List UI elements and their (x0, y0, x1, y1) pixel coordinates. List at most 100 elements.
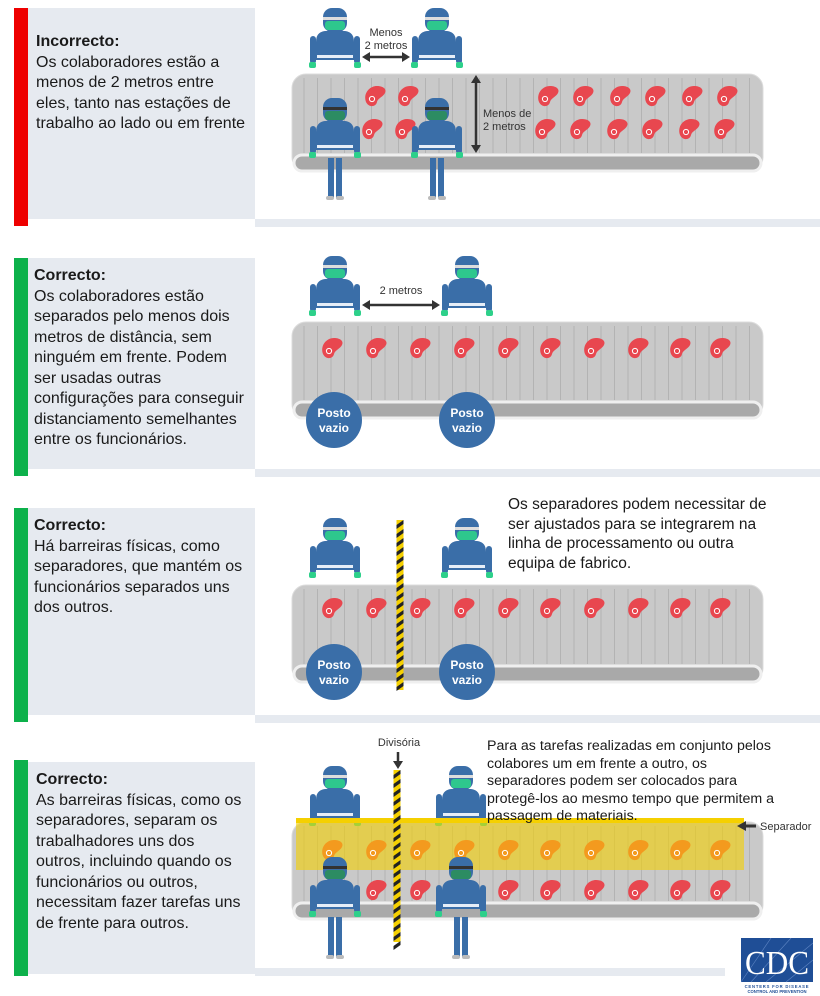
meat-shape (398, 86, 419, 107)
panel-title: Correcto: (34, 517, 107, 534)
belt (443, 904, 479, 907)
meat-shape (628, 598, 649, 619)
pole-stripe (396, 529, 404, 538)
meat-bone (673, 607, 681, 615)
meat-piece-icon (366, 598, 387, 619)
meat-piece-icon (670, 338, 691, 359)
glove (309, 572, 316, 578)
meat-piece-icon (322, 338, 343, 359)
arm (486, 546, 492, 574)
pole-stripe (396, 682, 404, 691)
torso (442, 880, 480, 909)
worker-front-icon (411, 98, 463, 200)
meat-piece-icon (670, 840, 691, 861)
meat-shape (362, 119, 383, 140)
pole-stripe (393, 842, 401, 851)
distance-label: 2 metros (380, 285, 423, 297)
meat-piece-icon (498, 880, 519, 901)
pole-stripe (396, 655, 404, 664)
belt-roller (292, 153, 763, 173)
correct-description-barriers: Correcto: Há barreiras físicas, como sep… (28, 508, 255, 715)
torso (418, 121, 456, 150)
meat-piece-icon (322, 840, 343, 861)
panel-divider (255, 219, 820, 227)
cap-band (425, 107, 449, 110)
meat-shape (607, 119, 628, 140)
glove (435, 911, 442, 917)
meat-piece-icon (628, 880, 649, 901)
meat-piece-icon (498, 598, 519, 619)
meat-piece-icon (454, 840, 475, 861)
meat-bone (543, 607, 551, 615)
arrow-head (471, 75, 481, 153)
pole-stripe (393, 851, 401, 860)
shoe (326, 196, 334, 200)
cap-band (425, 17, 449, 20)
meat-bone (713, 849, 721, 857)
meat-shape (584, 880, 605, 901)
belt-surface (291, 321, 764, 419)
worker-back-icon (441, 256, 493, 316)
meat-piece-icon (628, 840, 649, 861)
meat-piece-icon (682, 86, 703, 107)
meat-bone (538, 128, 546, 136)
pole-stripe (393, 878, 401, 887)
arrow-head (362, 52, 410, 62)
cap-band (323, 107, 347, 110)
empty-station-label: Posto (317, 658, 350, 672)
panel-title: Correcto: (34, 267, 107, 284)
meat-piece-icon (710, 840, 731, 861)
worker-back-icon (441, 518, 493, 578)
pole-body (396, 520, 404, 690)
pole-stripe (396, 592, 404, 601)
meat-piece-icon (538, 86, 559, 107)
meat-shape (366, 880, 387, 901)
leg (430, 158, 436, 198)
meat-piece-icon (710, 598, 731, 619)
cap-band (323, 866, 347, 869)
torso (316, 789, 354, 818)
meat-shape (366, 840, 387, 861)
cap-band (323, 775, 347, 778)
meat-bone (413, 607, 421, 615)
cap-band (449, 775, 473, 778)
meat-shape (584, 840, 605, 861)
meat-piece-icon (540, 598, 561, 619)
belt (317, 813, 353, 816)
meat-bone (369, 889, 377, 897)
cap-band (323, 265, 347, 268)
meat-piece-icon (410, 880, 431, 901)
side-distance-label: Menos (369, 27, 403, 39)
meat-piece-icon (570, 119, 591, 140)
meat-piece-icon (714, 119, 735, 140)
meat-shape (670, 880, 691, 901)
conveyor-belt (291, 321, 764, 420)
belt (449, 303, 485, 306)
torso (448, 279, 486, 308)
panel-body: Os colaboradores estão a menos de 2 metr… (36, 53, 246, 133)
meat-piece-icon (645, 86, 666, 107)
meat-bone (631, 607, 639, 615)
meat-shape (540, 338, 561, 359)
arm (486, 284, 492, 312)
meat-piece-icon (584, 840, 605, 861)
meat-shape (454, 598, 475, 619)
arm (354, 284, 360, 312)
meat-shape (498, 598, 519, 619)
arm (436, 794, 442, 822)
meat-piece-icon (366, 338, 387, 359)
glove (480, 911, 487, 917)
arm (412, 126, 418, 154)
glove (309, 820, 316, 826)
meat-piece-icon (584, 880, 605, 901)
face-mask (325, 531, 345, 540)
meat-bone (369, 347, 377, 355)
pole-stripe (396, 565, 404, 574)
meat-bone (501, 607, 509, 615)
cap-band (449, 866, 473, 869)
pole-stripe (396, 583, 404, 592)
meat-shape (670, 840, 691, 861)
meat-piece-icon (584, 338, 605, 359)
arm (412, 36, 418, 64)
